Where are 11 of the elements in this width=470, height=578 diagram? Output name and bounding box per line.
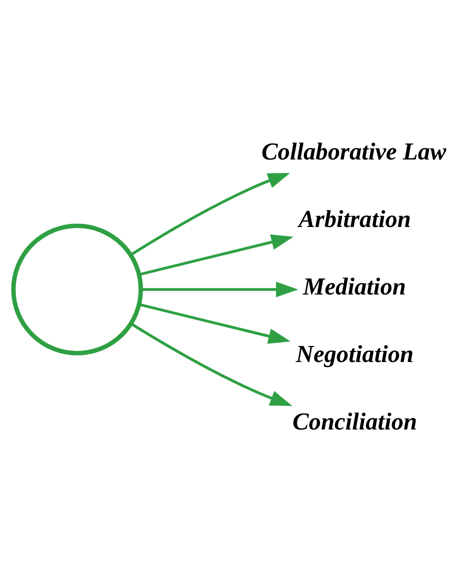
arrow	[130, 172, 290, 256]
node-text: Conciliation	[292, 408, 417, 436]
arrow	[130, 322, 292, 406]
node-text: Mediation	[302, 273, 406, 300]
arrow	[138, 302, 290, 344]
node-circle	[10, 223, 143, 355]
arrow	[140, 281, 298, 297]
node-text: Negotiation	[295, 340, 414, 368]
arrow	[138, 234, 294, 276]
node-text: Arbitration	[298, 206, 411, 233]
node-text: Collaborative Law	[261, 138, 446, 165]
